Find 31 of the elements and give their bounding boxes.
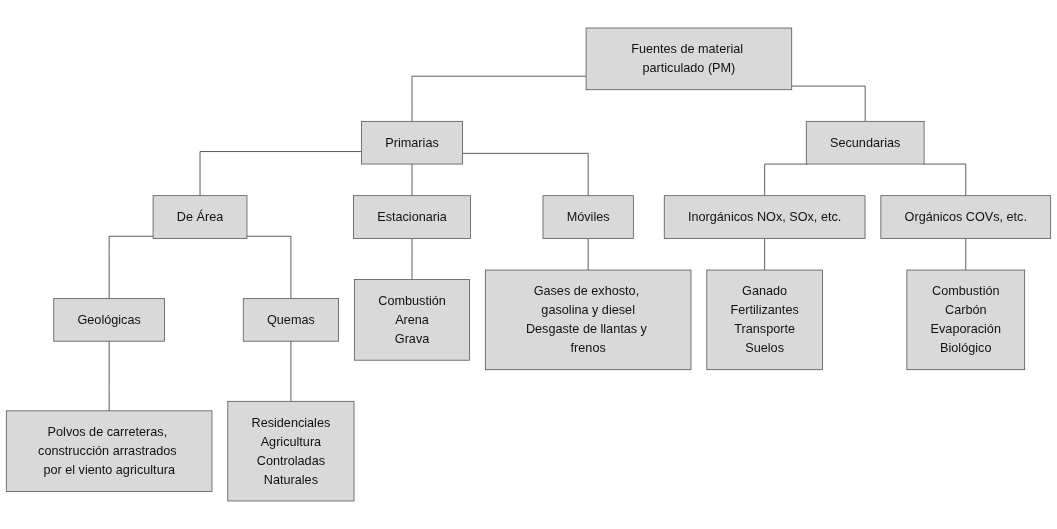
node-box: Polvos de carreteras, construcción arrastrados por el viento agricultura	[5, 410, 213, 492]
connector	[587, 238, 589, 271]
connector	[922, 163, 967, 197]
connector	[199, 151, 362, 197]
connector	[411, 75, 587, 122]
connector	[108, 340, 110, 412]
connector	[462, 152, 589, 197]
connector	[246, 235, 292, 299]
connector	[791, 85, 866, 122]
node-box: Residenciales Agricultura Controladas Naturales	[227, 400, 355, 502]
node-box: Ganado Fertilizantes Transporte Suelos	[706, 269, 823, 371]
node-box: De Área	[152, 195, 248, 239]
node-box: Quemas	[242, 298, 339, 342]
node-box: Estacionaria	[353, 195, 471, 239]
node-box: Combustión Arena Grava	[354, 279, 470, 361]
connector	[764, 163, 808, 197]
node-box: Gases de exhosto, gasolina y diesel Desgaste de llantas y frenos	[484, 269, 692, 371]
connector	[290, 340, 292, 402]
node-box: Inorgánicos NOx, SOx, etc.	[663, 195, 866, 239]
node-box: Primarias	[361, 120, 463, 165]
node-box: Fuentes de material particulado (PM)	[585, 27, 793, 91]
node-box: Orgánicos COVs, etc.	[880, 195, 1052, 239]
connector	[411, 238, 413, 280]
connector	[764, 238, 766, 271]
node-box: Móviles	[542, 195, 634, 239]
node-box: Combustión Carbón Evaporación Biológico	[906, 269, 1026, 371]
connector	[411, 163, 413, 197]
node-box: Geológicas	[53, 298, 165, 342]
node-box: Secundarias	[805, 120, 925, 165]
connector	[965, 238, 967, 271]
connector	[108, 235, 154, 299]
